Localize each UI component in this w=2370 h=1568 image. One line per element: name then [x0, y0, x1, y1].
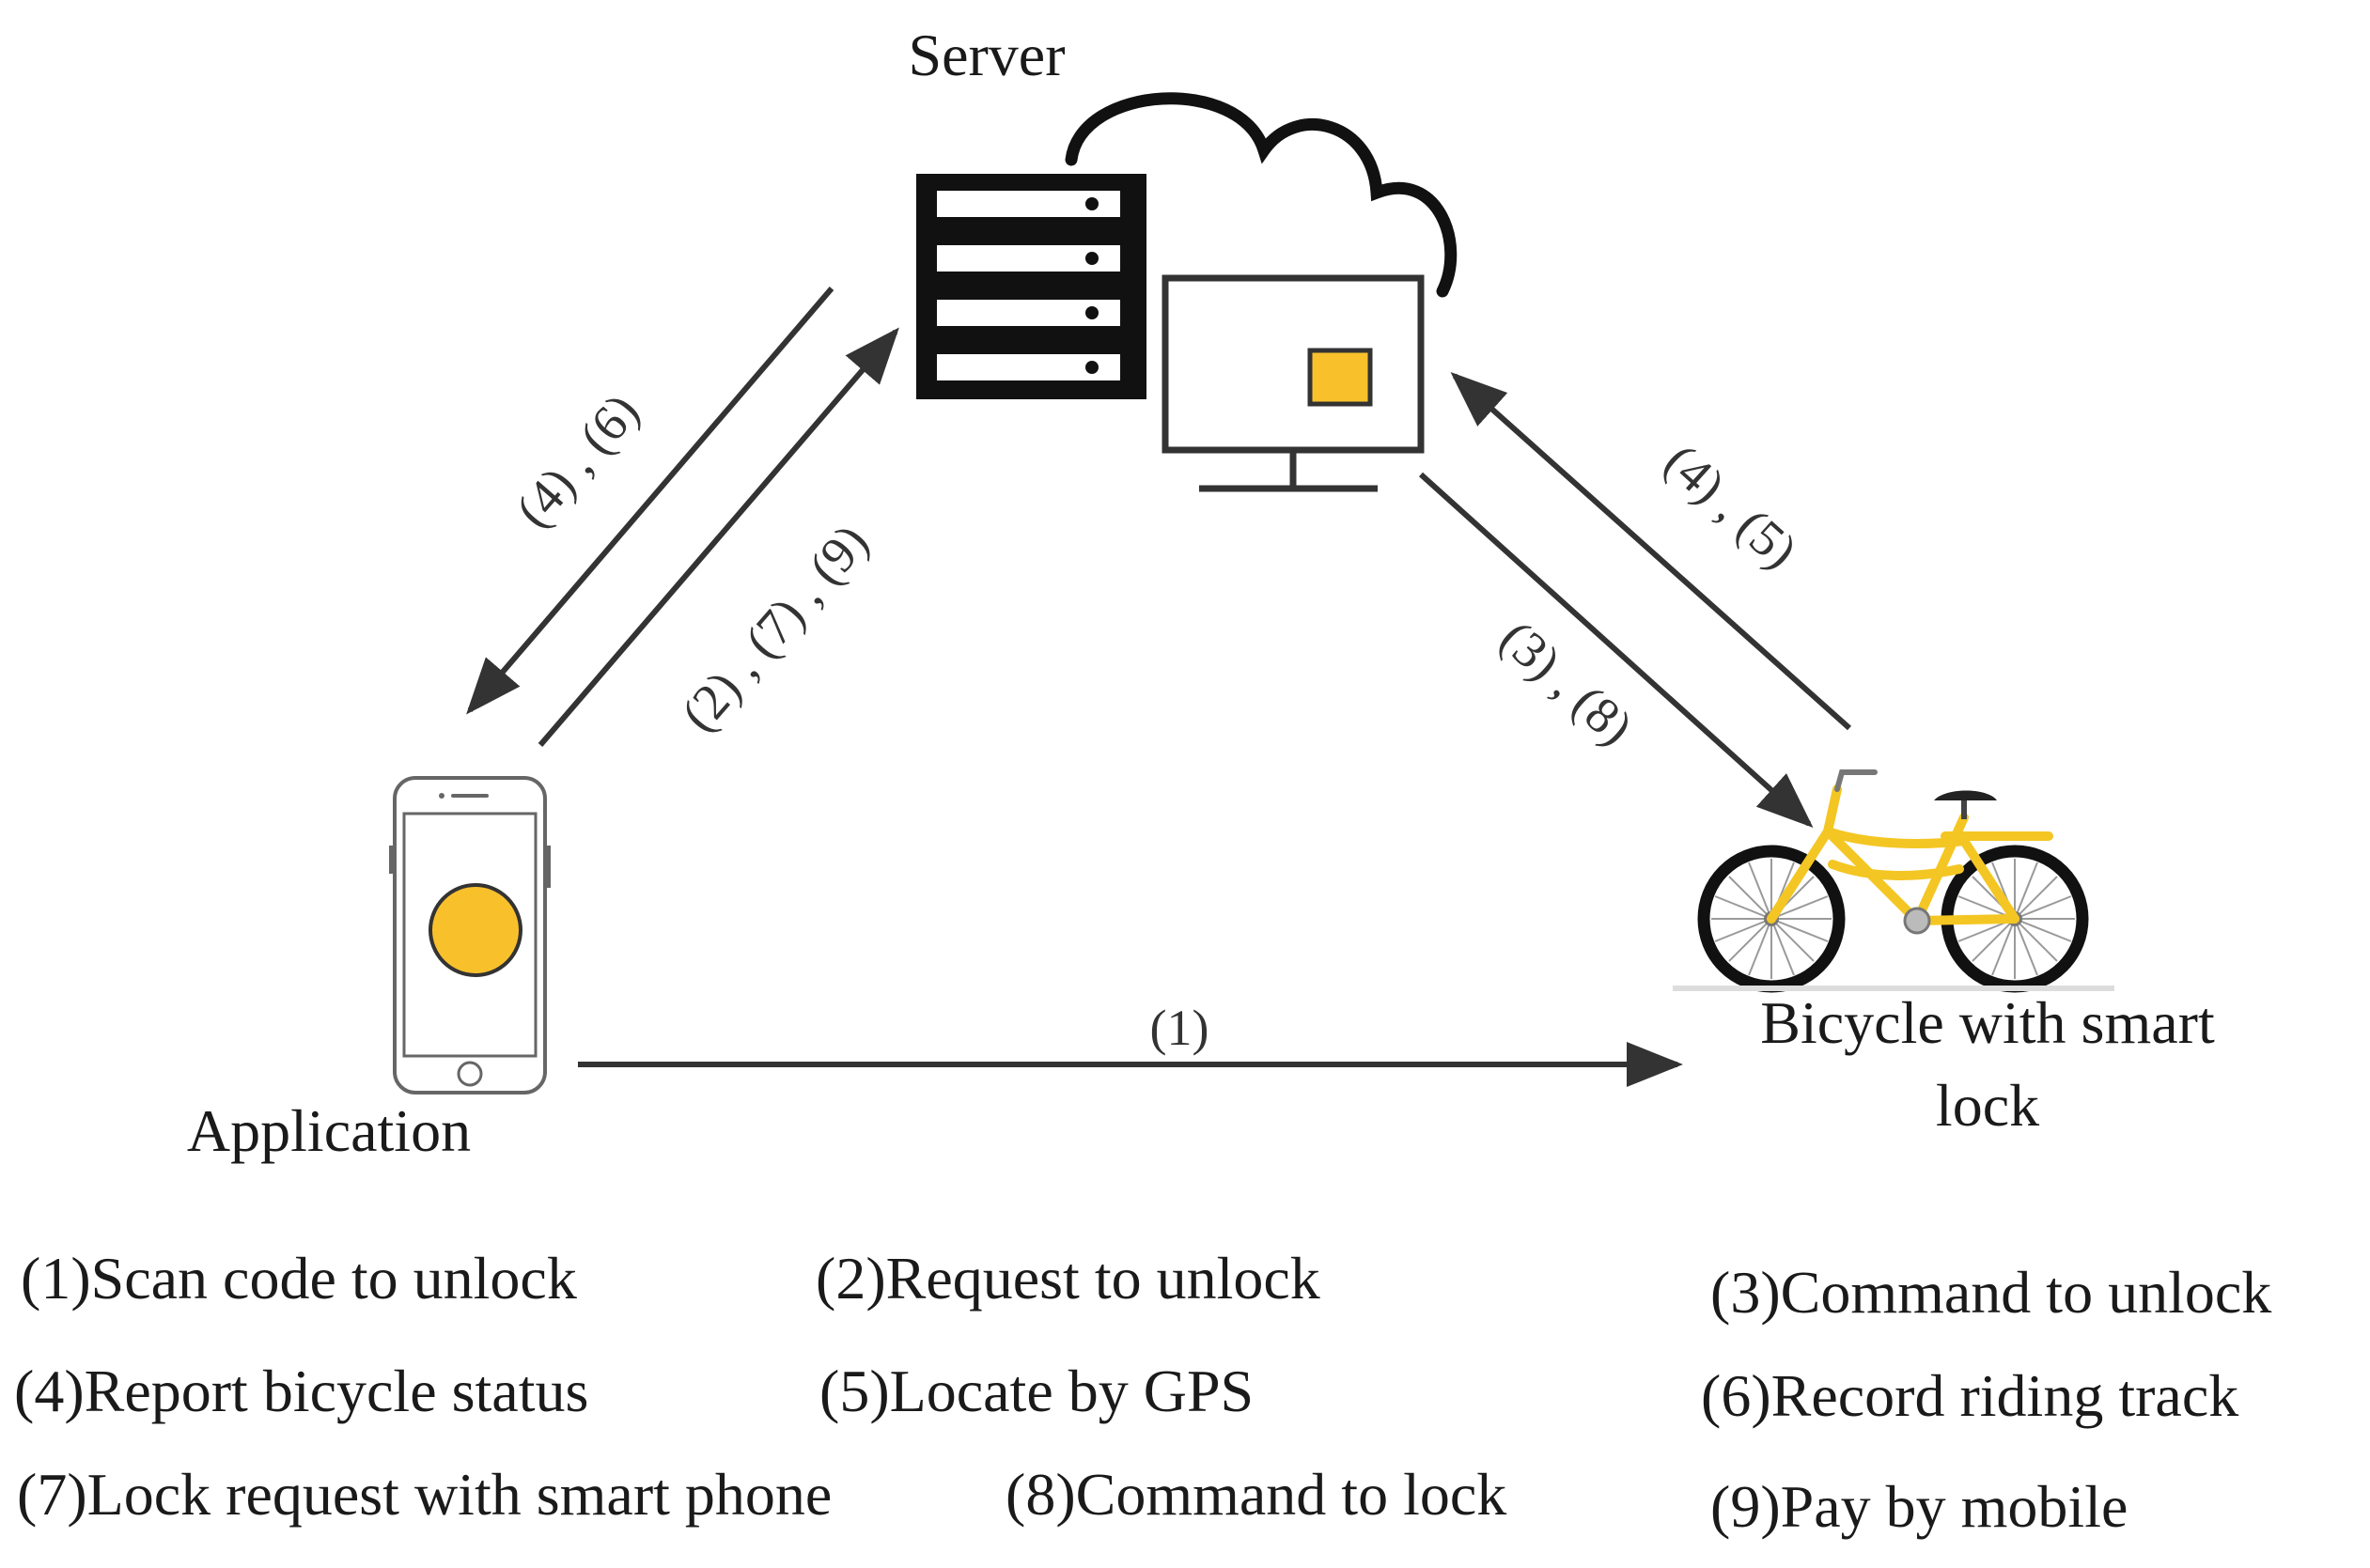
monitor-icon	[1162, 274, 1425, 492]
legend-item: (4)Report bicycle status	[14, 1358, 588, 1424]
arrow-app-to-server	[538, 327, 899, 747]
legend-item: (5)Locate by GPS	[819, 1358, 1254, 1424]
legend-item: (3)Command to unlock	[1710, 1259, 2271, 1326]
legend-item: (7)Lock request with smart phone	[17, 1461, 832, 1528]
edge-label-server-to-bike: (3) , (8)	[1489, 610, 1644, 756]
edge-label-app-to-server: (2) , (7) , (9)	[670, 514, 879, 742]
legend: (1)Scan code to unlock (2)Request to unl…	[14, 1245, 2271, 1540]
smartphone-icon	[389, 776, 551, 1094]
bicycle-label-line2: lock	[1936, 1072, 2039, 1139]
arrow-server-to-bike	[1418, 472, 1814, 829]
legend-item: (6)Record riding track	[1701, 1362, 2238, 1429]
bicycle-label-line1: Bicycle with smart	[1760, 989, 2215, 1056]
legend-item: (8)Command to lock	[1006, 1461, 1506, 1528]
legend-item: (9)Pay by mobile	[1710, 1473, 2128, 1540]
edge-label-bike-to-server: (4) , (5)	[1654, 433, 1808, 580]
server-label: Server	[908, 22, 1065, 88]
edge-label-server-to-app: (4) , (6)	[505, 383, 649, 538]
application-label: Application	[187, 1097, 471, 1164]
edge-label-app-to-bike: (1)	[1150, 1000, 1209, 1056]
bicycle-icon	[1673, 769, 2114, 993]
arrow-server-to-app	[466, 287, 834, 715]
legend-item: (1)Scan code to unlock	[21, 1245, 577, 1312]
server-rack-icon	[916, 174, 1146, 399]
arrow-bike-to-server	[1450, 372, 1851, 731]
legend-item: (2)Request to unlock	[816, 1245, 1320, 1312]
cloud-icon	[1065, 92, 1458, 298]
